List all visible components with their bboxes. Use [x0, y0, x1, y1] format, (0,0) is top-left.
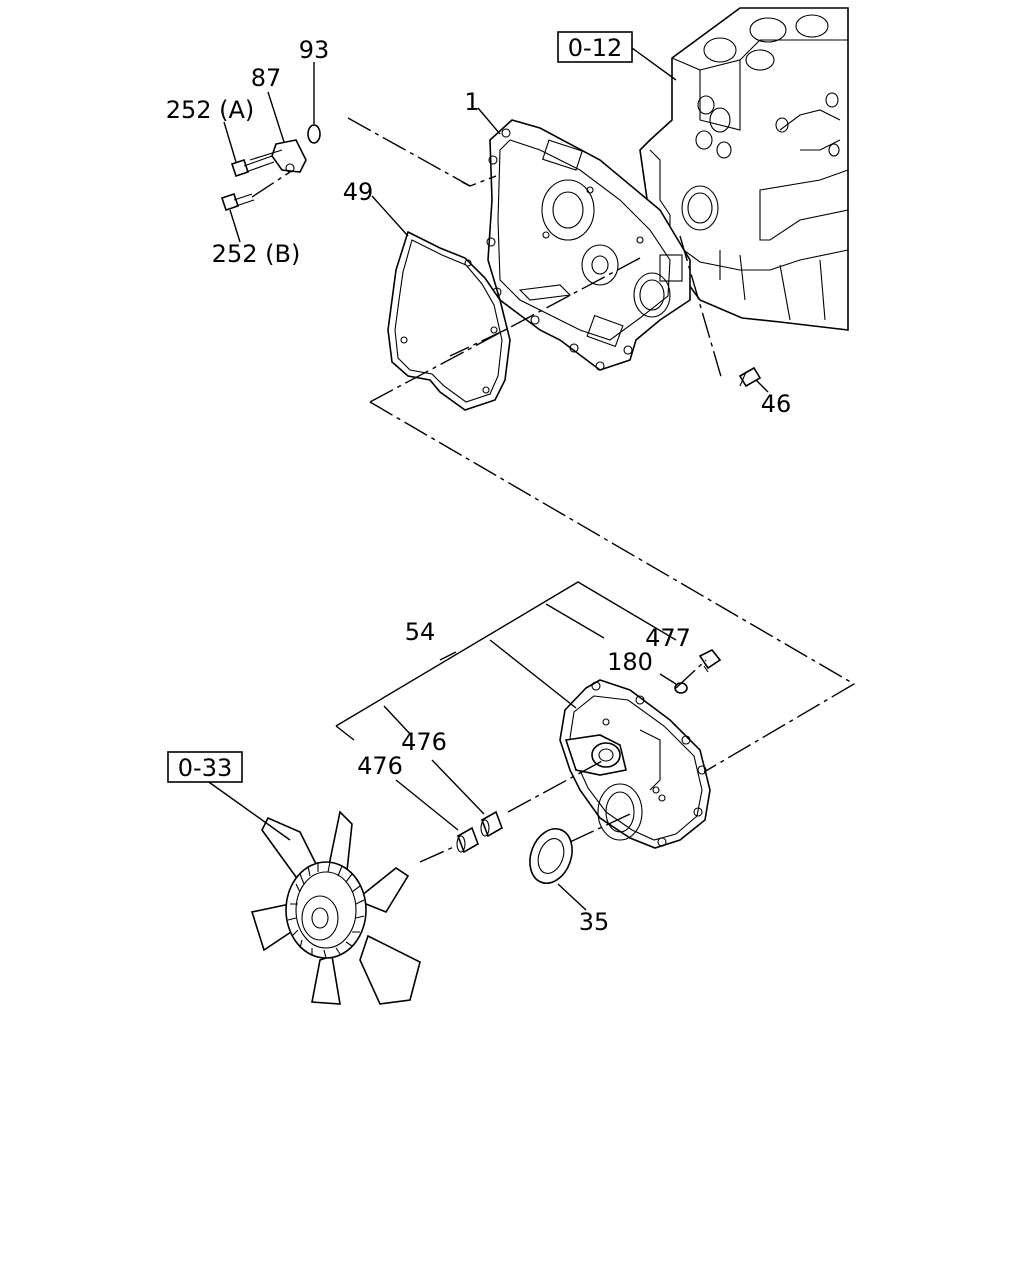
- callout-477: 477: [645, 624, 691, 652]
- ref-engine-block-label: 0-12: [568, 34, 622, 62]
- callout-93: 93: [299, 36, 330, 64]
- callout-252b: 252 (B): [212, 240, 301, 268]
- bushings-illustration: [456, 810, 503, 854]
- ref-fan-label: 0-33: [178, 754, 232, 782]
- callout-252a: 252 (A): [166, 96, 255, 124]
- fan-illustration: [250, 810, 421, 1005]
- callout-476-upper: 476: [401, 728, 447, 756]
- callout-46: 46: [761, 390, 792, 418]
- bracket-bolts-illustration: [220, 124, 321, 212]
- callout-476-lower: 476: [357, 752, 403, 780]
- plug-washer-illustration: [674, 648, 722, 694]
- engine-block-illustration: [639, 7, 849, 331]
- oil-seal-illustration: [529, 828, 573, 884]
- ref-box-fan[interactable]: 0-33: [167, 751, 243, 783]
- callout-35: 35: [579, 908, 610, 936]
- callout-87: 87: [251, 64, 282, 92]
- gear-case-illustration: [486, 119, 691, 371]
- gasket-illustration: [387, 230, 511, 411]
- callout-54: 54: [405, 618, 436, 646]
- callout-180: 180: [607, 648, 653, 676]
- leader-lines: [205, 47, 856, 911]
- front-cover-illustration: [559, 679, 711, 849]
- dowel-pin-illustration: [738, 366, 762, 388]
- ref-box-engine-block[interactable]: 0-12: [557, 31, 633, 63]
- callout-49: 49: [343, 178, 374, 206]
- callout-1: 1: [464, 88, 479, 116]
